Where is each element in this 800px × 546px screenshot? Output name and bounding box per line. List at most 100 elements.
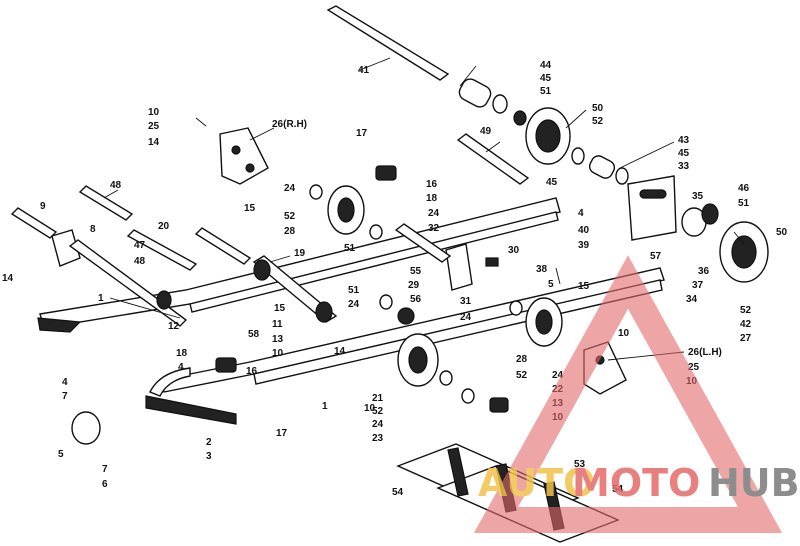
part-label: 45 — [546, 177, 558, 188]
part-label: 24 — [428, 208, 440, 219]
part-label: 14 — [334, 346, 346, 357]
part-label: 24 — [552, 370, 564, 381]
part-label: 20 — [158, 221, 170, 232]
part-label: 8 — [90, 224, 96, 235]
part-label: 29 — [408, 280, 420, 291]
part-label: 10 — [148, 107, 160, 118]
part-label: 24 — [348, 299, 360, 310]
part-label: 31 — [460, 296, 472, 307]
leader-lines — [103, 65, 745, 361]
wear-strip-lower — [145, 395, 237, 425]
part-label: 50 — [592, 103, 604, 114]
part-label: 5 — [58, 449, 64, 460]
part-label: 11 — [272, 319, 283, 330]
part-label: 16 — [426, 179, 438, 190]
axle-shaft — [326, 5, 450, 81]
part-label: 24 — [460, 312, 472, 323]
part-label: 27 — [740, 333, 752, 344]
part-label: 26(L.H) — [688, 347, 722, 358]
part-label: 10 — [272, 348, 284, 359]
part-label: 3 — [206, 451, 212, 462]
part-label: 35 — [692, 191, 704, 202]
part-label: 52 — [740, 305, 752, 316]
center-arm — [252, 255, 338, 323]
upper-wheel — [309, 184, 383, 240]
part-labels: 41 44 45 51 50 52 43 45 33 49 10 25 14 2… — [2, 60, 788, 498]
part-label: 4 — [62, 377, 68, 388]
bolt-30 — [485, 257, 499, 267]
part-label: 56 — [410, 294, 422, 305]
part-label: 24 — [284, 183, 296, 194]
part-label: 1 — [98, 293, 104, 304]
part-label: 5 — [548, 279, 554, 290]
watermark-moto: MOTO — [572, 461, 700, 505]
part-label: 41 — [358, 65, 370, 76]
part-label: 52 — [284, 211, 296, 222]
part-label: 15 — [578, 281, 590, 292]
part-label: 58 — [248, 329, 260, 340]
part-label: 57 — [650, 251, 662, 262]
watermark-triangle — [473, 255, 783, 533]
part-label: 14 — [148, 137, 160, 148]
part-label: 39 — [578, 240, 590, 251]
part-label: 37 — [692, 280, 704, 291]
watermark-hub: HUB — [708, 461, 800, 505]
part-label: 4 — [178, 362, 184, 373]
part-label: 52 — [592, 116, 604, 127]
part-label: 43 — [678, 135, 690, 146]
part-label: 15 — [274, 303, 286, 314]
part-label: 42 — [740, 319, 752, 330]
block-22 — [489, 397, 509, 413]
part-label: 17 — [356, 128, 368, 139]
part-label: 9 — [40, 201, 46, 212]
part-label: 51 — [738, 198, 750, 209]
middle-bracket — [394, 223, 473, 291]
part-label: 36 — [698, 266, 710, 277]
front-arm — [51, 229, 188, 327]
part-label: 17 — [276, 428, 288, 439]
part-label: 26(R.H) — [272, 119, 307, 130]
part-label: 24 — [372, 419, 384, 430]
right-bracket-group — [627, 175, 769, 283]
part-label: 7 — [62, 391, 68, 402]
part-label: 25 — [688, 362, 700, 373]
part-label: 25 — [148, 121, 160, 132]
bushing-55 — [379, 294, 393, 310]
left-shafts — [10, 185, 252, 271]
part-label: 52 — [372, 406, 384, 417]
slide-block-lower — [215, 357, 237, 373]
part-label: 4 — [578, 208, 584, 219]
spacer-23 — [461, 388, 475, 404]
part-label: 10 — [364, 403, 376, 414]
part-label: 34 — [686, 294, 698, 305]
guide-5 — [71, 411, 101, 445]
part-label: 45 — [678, 148, 690, 159]
part-label: 32 — [428, 223, 440, 234]
part-label: 10 — [618, 328, 630, 339]
rear-idler-group — [458, 78, 629, 185]
part-label: 49 — [480, 126, 492, 137]
part-label: 14 — [2, 273, 14, 284]
part-label: 52 — [516, 370, 528, 381]
part-label: 40 — [578, 225, 590, 236]
part-label: 28 — [516, 354, 528, 365]
part-label: 16 — [246, 366, 258, 377]
right-middle-wheel — [509, 297, 563, 347]
part-label: 7 — [102, 464, 108, 475]
part-label: 2 — [206, 437, 212, 448]
cross-shaft — [456, 133, 530, 185]
part-label: 23 — [372, 433, 384, 444]
part-label: 1 — [322, 401, 328, 412]
part-label: 48 — [134, 256, 146, 267]
watermark-logo: AUTO MOTO HUB — [473, 255, 800, 533]
part-label: 18 — [426, 193, 438, 204]
part-label: 53 — [574, 459, 586, 470]
part-label: 48 — [110, 180, 122, 191]
part-label: 19 — [294, 248, 306, 259]
part-label: 33 — [678, 161, 690, 172]
part-label: 15 — [244, 203, 256, 214]
part-label: 54 — [392, 487, 404, 498]
part-label: 12 — [168, 321, 180, 332]
part-label: 51 — [344, 243, 356, 254]
